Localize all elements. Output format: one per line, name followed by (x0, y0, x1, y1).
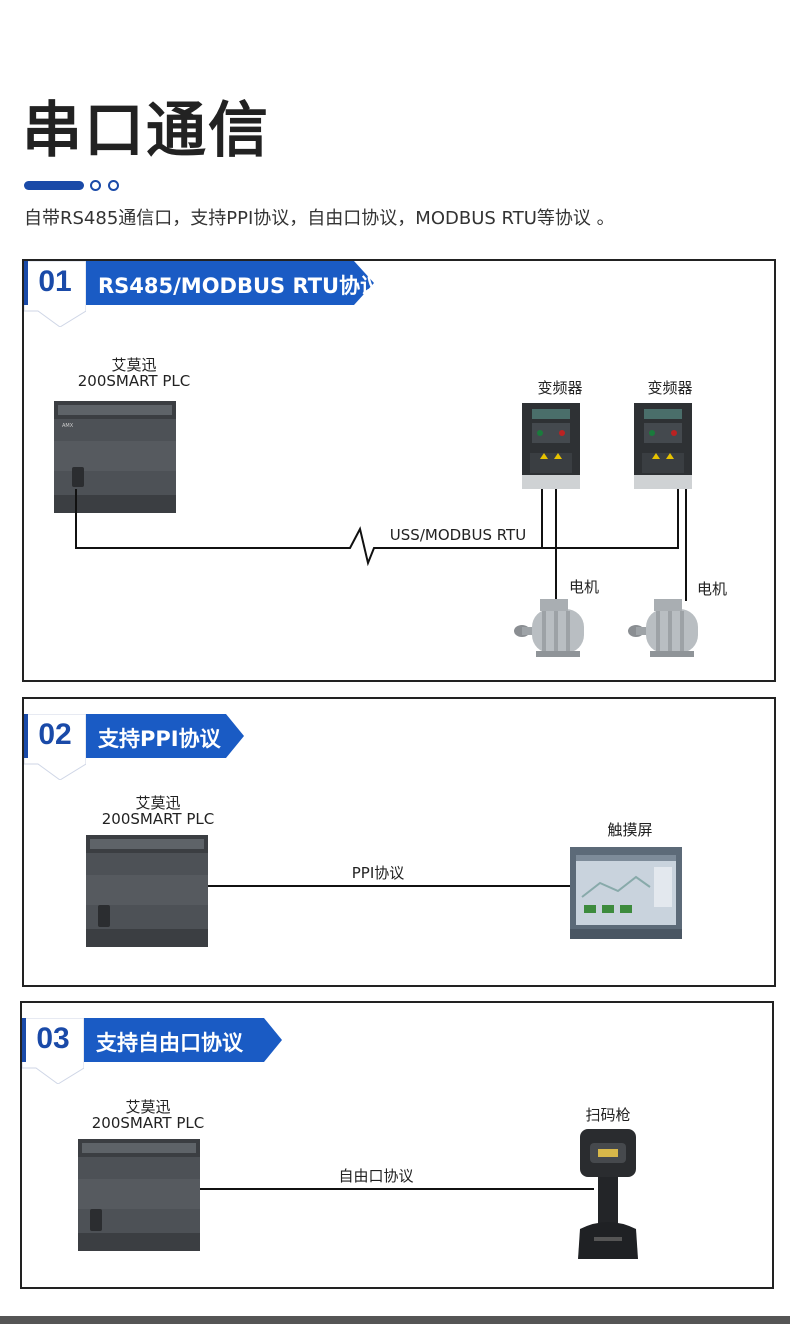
plc-label-model: 200SMART PLC (101, 810, 215, 828)
inverter-2-image (634, 403, 692, 489)
page-subtitle: 自带RS485通信口，支持PPI协议，自由口协议，MODBUS RTU等协议 。 (24, 208, 615, 229)
section-number: 03 (36, 1022, 70, 1055)
page-title: 串口通信 (22, 96, 270, 166)
inverter-1-image (522, 403, 580, 489)
section-number-badge: 01 (24, 261, 86, 327)
touchscreen-label: 触摸屏 (607, 821, 653, 839)
bus-link-label: USS/MODBUS RTU (389, 526, 527, 544)
section-number-badge: 03 (22, 1018, 84, 1084)
section-heading: RS485/MODBUS RTU协议 (98, 274, 382, 298)
plc-device-image (86, 835, 208, 947)
motor-2-image (628, 599, 698, 657)
inverter-1-label: 变频器 (537, 379, 583, 397)
inverter-2-label: 变频器 (647, 379, 693, 397)
motor-1-label: 电机 (568, 578, 599, 596)
plc-device-image: AMX (54, 401, 176, 513)
title-decoration (24, 180, 134, 192)
freeport-link-label: 自由口协议 (338, 1167, 414, 1185)
barcode-scanner-image (578, 1129, 638, 1259)
motor-1-image (514, 599, 584, 657)
plc-label-model: 200SMART PLC (77, 372, 191, 390)
motor-2-label: 电机 (696, 580, 727, 598)
section-rs485: 01 RS485/MODBUS RTU协议 艾莫迅 200SMART PLC A… (22, 259, 776, 682)
touchscreen-image (570, 847, 682, 939)
section-ppi: 02 支持PPI协议 艾莫迅 200SMART PLC PPI协议 触摸屏 (22, 697, 776, 987)
section-heading: 支持自由口协议 (96, 1031, 243, 1055)
svg-text:AMX: AMX (62, 423, 74, 429)
rs485-bus-line (75, 487, 679, 567)
plc-label-model: 200SMART PLC (91, 1114, 205, 1132)
section-number: 02 (38, 718, 72, 751)
section-heading: 支持PPI协议 (98, 727, 221, 751)
ppi-link-label: PPI协议 (351, 864, 405, 882)
scanner-label: 扫码枪 (585, 1106, 631, 1124)
section-number: 01 (38, 265, 72, 298)
plc-label-brand: 艾莫迅 (111, 356, 157, 374)
section-number-badge: 02 (24, 714, 86, 780)
section-freeport: 03 支持自由口协议 艾莫迅 200SMART PLC 自由口协议 扫码枪 (20, 1001, 774, 1289)
plc-device-image (78, 1139, 200, 1251)
plc-label-brand: 艾莫迅 (135, 794, 181, 812)
bottom-divider (0, 1316, 790, 1324)
plc-label-brand: 艾莫迅 (125, 1098, 171, 1116)
